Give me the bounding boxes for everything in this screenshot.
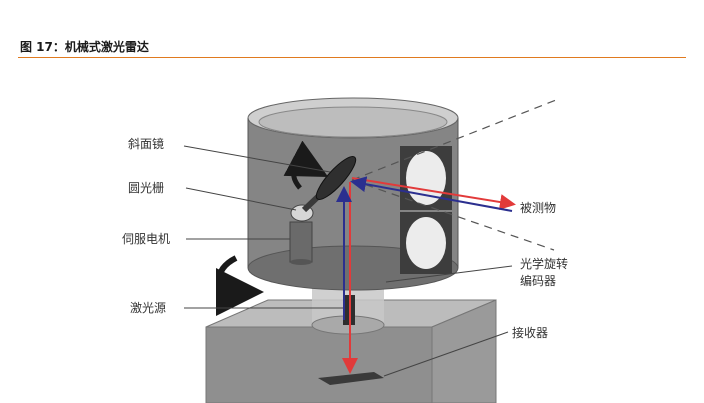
label-servo-motor: 伺服电机: [122, 232, 171, 246]
return-beam-in: [350, 176, 513, 212]
rotation-arrow-lower: [215, 255, 264, 316]
figure-caption: 图 17：机械式激光雷达: [20, 40, 149, 54]
label-encoder-line2: 编码器: [520, 274, 557, 288]
leader-lines: [183, 145, 513, 377]
emitted-beam-out: [351, 177, 516, 210]
label-receiver: 接收器: [512, 326, 549, 340]
label-inclined-mirror: 斜面镜: [128, 137, 165, 151]
label-laser-source: 激光源: [130, 301, 167, 315]
scan-boundary-lower: [351, 179, 555, 251]
scan-boundary-upper: [351, 99, 557, 181]
caption-rule: [18, 57, 686, 58]
label-circular-grating: 圆光栅: [128, 181, 165, 195]
inclined-mirror: [315, 156, 357, 200]
label-encoder-line1: 光学旋转: [520, 257, 569, 271]
head-windows: [400, 146, 452, 274]
servo-motor: [289, 221, 313, 263]
label-target-object: 被测物: [520, 201, 557, 215]
